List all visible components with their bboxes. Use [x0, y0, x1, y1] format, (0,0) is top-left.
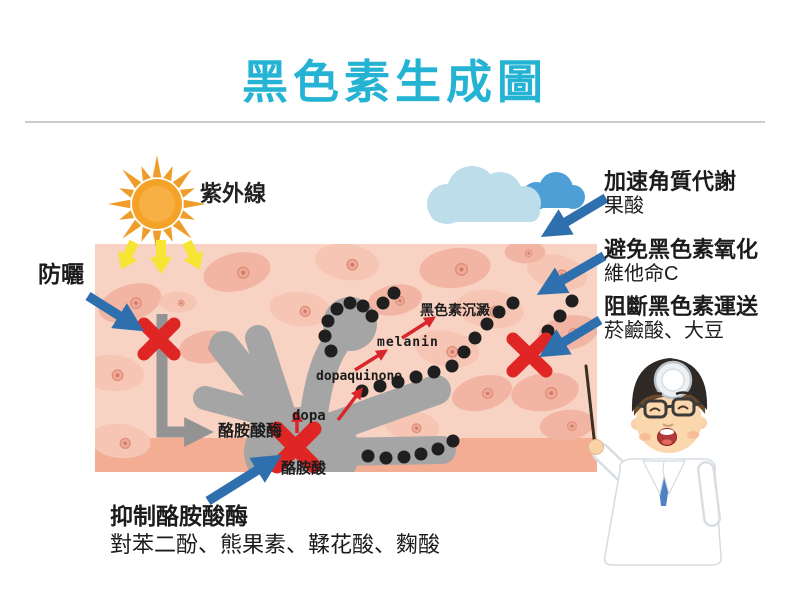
skin-cell [203, 252, 271, 292]
annotation-transport-block: 阻斷黑色素運送 菸鹼酸、大豆 [604, 294, 758, 343]
uv-rays-arrows [117, 239, 204, 274]
dopa-label: dopa [292, 408, 326, 424]
block-x-sunscreen [137, 317, 181, 361]
sun-ray [179, 210, 195, 220]
annotation-antioxidant-detail: 維他命C [604, 263, 679, 286]
skin-cell [95, 354, 145, 392]
annotation-tyrosinase-inhibit-heading: 抑制酪胺酸酶 [110, 503, 248, 529]
annotation-exfoliation: 加速角質代謝 果酸 [604, 169, 736, 218]
tyrosinase-path-arrow [156, 314, 214, 447]
arrow-inhibit [205, 454, 282, 506]
sun-ray [183, 199, 206, 209]
annotation-transport-block-heading: 阻斷黑色素運送 [604, 294, 759, 319]
sun-ray [179, 188, 195, 198]
uv-label: 紫外線 [200, 181, 267, 206]
sun-ray [172, 169, 192, 189]
sunscreen-label: 防曬 [38, 261, 84, 287]
annotation-tyrosinase-inhibit: 抑制酪胺酸酶 對苯二酚、熊果素、鞣花酸、麴酸 [110, 503, 440, 558]
annotation-transport-block-detail: 菸鹼酸、大豆 [604, 320, 724, 343]
skin-cell [452, 374, 512, 412]
arrow-antioxidant [536, 251, 607, 295]
arrow-exfoliation [540, 193, 609, 238]
divider [25, 121, 765, 123]
skin-cell [269, 291, 331, 327]
annotation-antioxidant: 避免黑色素氧化 維他命C [604, 237, 758, 286]
dopaquinone-label: dopaquinone [316, 369, 403, 384]
glasses-icon [637, 397, 702, 419]
sun-ray [119, 210, 135, 220]
pointer-stick [584, 364, 597, 449]
sun-ray [122, 219, 142, 239]
skin-cell [511, 372, 579, 412]
melanin-label: melanin [377, 335, 439, 350]
sun-ray [163, 226, 173, 242]
skin-cell [95, 423, 151, 459]
annotation-antioxidant-heading: 避免黑色素氧化 [604, 237, 759, 262]
melanin-dots [318, 286, 579, 465]
cloud-icon [427, 166, 585, 224]
sun-ray [152, 155, 162, 178]
process-arrows [291, 316, 437, 433]
sun-ray [141, 166, 151, 182]
annotation-exfoliation-heading: 加速角質代謝 [604, 169, 737, 194]
sun-icon [108, 155, 206, 253]
page-title: 黑色素生成圖 [242, 56, 548, 108]
skin-cell [159, 291, 197, 313]
doctor-illustration [584, 358, 722, 566]
tyrosinase-label: 酪胺酸酶 [218, 423, 283, 440]
blue-arrows [85, 193, 609, 506]
sun-ray [141, 226, 151, 242]
melanin-deposition-label: 黑色素沉澱 [420, 302, 490, 318]
arrow-transport-block [538, 315, 603, 358]
sun-ray [108, 199, 131, 209]
sun-ray [172, 219, 192, 239]
sun-ray [119, 188, 135, 198]
annotation-exfoliation-detail: 果酸 [604, 195, 644, 218]
arrow-sunscreen [85, 291, 144, 332]
skin-cell [539, 409, 595, 441]
block-x-tyrosinase [269, 421, 322, 474]
skin-cell [419, 247, 491, 289]
annotation-tyrosinase-inhibit-detail: 對苯二酚、熊果素、鞣花酸、麴酸 [110, 531, 441, 557]
skin-cell [504, 244, 546, 264]
skin-cell [314, 244, 380, 281]
sun-ray [122, 169, 142, 189]
tyrosine-label: 酪胺酸 [281, 460, 327, 477]
sun-ray [163, 166, 173, 182]
